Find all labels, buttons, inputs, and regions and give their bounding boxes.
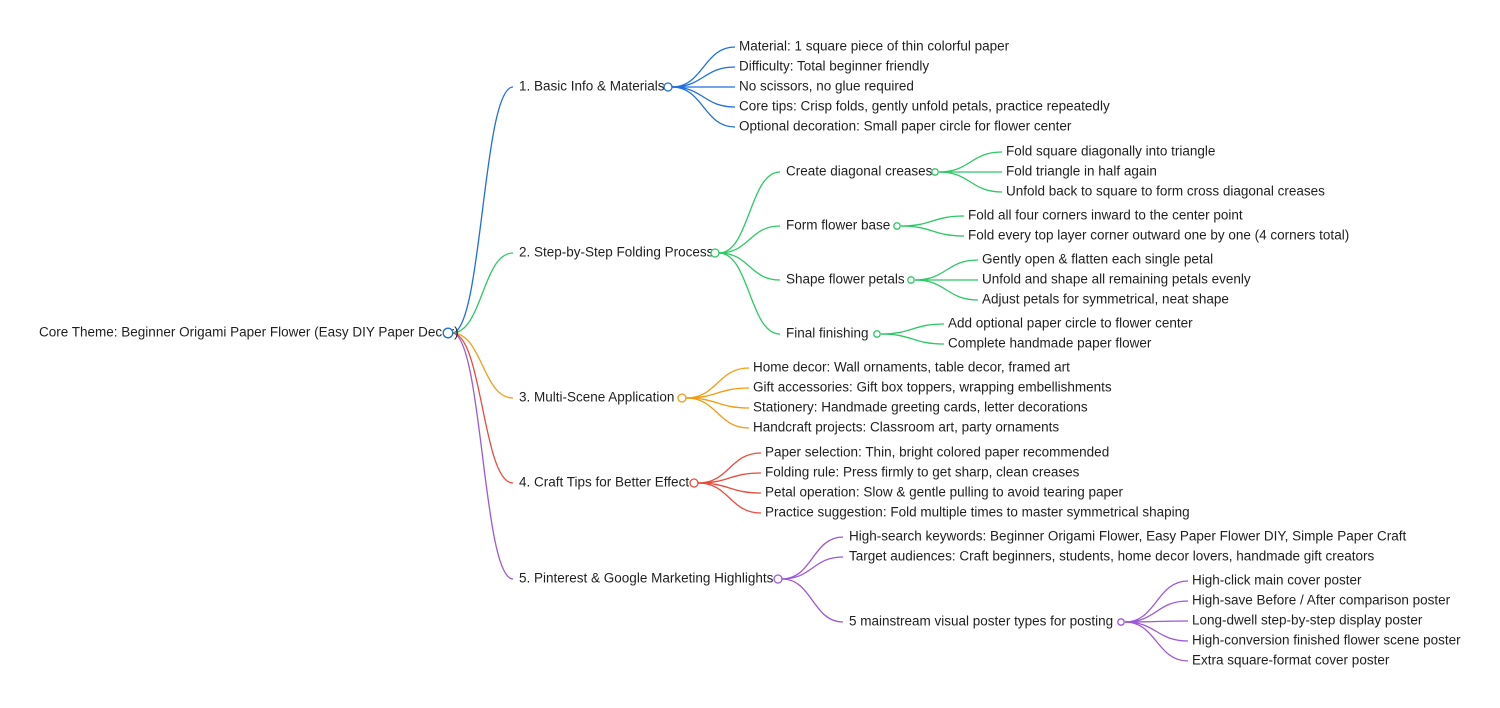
leaf-node: No scissors, no glue required [739,79,914,94]
root-expander[interactable] [442,327,454,339]
leaf-node: Gently open & flatten each single petal [982,252,1213,267]
connector [671,86,736,128]
branch-connector [451,332,514,580]
connector [718,252,781,335]
connector [1124,600,1189,623]
connector [718,171,781,254]
leaf-node: Difficulty: Total beginner friendly [739,59,929,74]
connector [718,252,781,281]
leaf-node: Unfold and shape all remaining petals ev… [982,272,1251,287]
root-node: Core Theme: Beginner Origami Paper Flowe… [39,325,459,340]
connector [671,46,736,88]
branch-node: 2. Step-by-Step Folding Process [519,245,714,260]
connector [938,151,1003,173]
node-expander[interactable] [677,393,687,403]
leaf-node: High-conversion finished flower scene po… [1192,633,1461,648]
branch-node: 1. Basic Info & Materials [519,79,665,94]
connector [781,536,844,580]
node-expander[interactable] [1117,618,1125,626]
leaf-node: Practice suggestion: Fold multiple times… [765,505,1190,520]
node-expander[interactable] [689,478,699,488]
leaf-node: Complete handmade paper flower [948,336,1152,351]
leaf-node: Stationery: Handmade greeting cards, let… [753,400,1088,415]
leaf-node: Extra square-format cover poster [1192,653,1390,668]
connector [718,225,781,254]
node-expander[interactable] [663,82,673,92]
connector [671,66,736,88]
node-expander[interactable] [873,330,881,338]
connector [781,578,844,623]
branch-node: 3. Multi-Scene Application [519,390,674,405]
branch-connector [451,252,514,334]
connector [938,171,1003,193]
connector-layer [451,46,1189,662]
leaf-node: Unfold back to square to form cross diag… [1006,184,1325,199]
leaf-node: Long-dwell step-by-step display poster [1192,613,1423,628]
connector [880,333,945,345]
leaf-node: Target audiences: Craft beginners, stude… [849,549,1375,564]
connector [671,86,736,108]
connector [781,556,844,580]
branch-connector [451,332,514,484]
leaf-node: Home decor: Wall ornaments, table decor,… [753,360,1070,375]
sub-node: Create diagonal creases [786,164,933,179]
leaf-node: Core tips: Crisp folds, gently unfold pe… [739,99,1110,114]
branch-node: 5. Pinterest & Google Marketing Highligh… [519,571,774,586]
sub-node: Shape flower petals [786,272,905,287]
leaf-node: Fold triangle in half again [1006,164,1157,179]
sub-node: Form flower base [786,218,890,233]
branch-node: 4. Craft Tips for Better Effect [519,475,689,490]
leaf-node: Material: 1 square piece of thin colorfu… [739,39,1010,54]
leaf-node: Handcraft projects: Classroom art, party… [753,420,1059,435]
leaf-node: High-search keywords: Beginner Origami F… [849,529,1406,544]
leaf-node: Optional decoration: Small paper circle … [739,119,1072,134]
leaf-node: Folding rule: Press firmly to get sharp,… [765,465,1080,480]
leaf-node: Fold all four corners inward to the cent… [968,208,1243,223]
connector [1124,621,1189,642]
leaf-node: Fold square diagonally into triangle [1006,144,1215,159]
branch-connector [451,332,514,399]
connector [914,279,979,301]
connector [914,259,979,281]
leaf-node: High-click main cover poster [1192,573,1362,588]
node-expander[interactable] [773,574,783,584]
branch-connector [451,86,514,334]
connector [900,225,965,237]
leaf-node: Gift accessories: Gift box toppers, wrap… [753,380,1112,395]
node-expander[interactable] [893,222,901,230]
leaf-node: Petal operation: Slow & gentle pulling t… [765,485,1123,500]
connector [900,215,965,227]
leaf-node: Add optional paper circle to flower cent… [948,316,1193,331]
leaf-node: High-save Before / After comparison post… [1192,593,1451,608]
leaf-node: Adjust petals for symmetrical, neat shap… [982,292,1229,307]
leaf-node: Fold every top layer corner outward one … [968,228,1349,243]
connector [880,323,945,335]
sub-node: 5 mainstream visual poster types for pos… [849,614,1113,629]
node-expander[interactable] [710,248,720,258]
connector [685,397,750,429]
connector [697,482,762,514]
node-expander[interactable] [907,276,915,284]
node-layer: Core Theme: Beginner Origami Paper Flowe… [39,39,1461,668]
sub-node: Final finishing [786,326,869,341]
node-expander[interactable] [931,168,939,176]
connector [1124,621,1189,662]
connector [1124,580,1189,623]
leaf-node: Paper selection: Thin, bright colored pa… [765,445,1109,460]
